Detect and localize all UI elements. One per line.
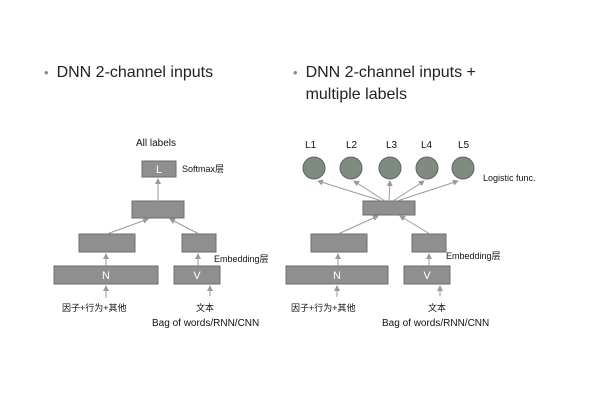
output-node-3 <box>378 156 402 180</box>
hidden-box <box>131 200 185 219</box>
right-title-line2: multiple labels <box>305 86 407 103</box>
input-v-label: V <box>423 270 431 282</box>
output-box-label: L <box>156 164 162 176</box>
output-label-2: L2 <box>346 140 358 151</box>
bullet-dot: • <box>293 65 298 80</box>
left-title: DNN 2-channel inputs <box>56 64 214 81</box>
left-bullet: • DNN 2-channel inputs <box>44 62 213 84</box>
all-labels-text: All labels <box>136 138 176 149</box>
input-v-box <box>173 265 221 285</box>
logistic-label: Logistic func. <box>483 173 536 183</box>
embedding-label: Embedding层 <box>446 251 501 261</box>
output-node-2 <box>339 156 363 180</box>
right-arrows <box>317 179 459 297</box>
left-caption-features: 因子+行为+其他 <box>62 302 127 313</box>
input-v-label: V <box>193 270 201 282</box>
softmax-label: Softmax层 <box>182 164 224 174</box>
embedding-label: Embedding层 <box>214 254 269 264</box>
input-n-label: N <box>102 270 110 282</box>
left-channel-box <box>310 233 368 253</box>
output-node-4 <box>415 156 439 180</box>
left-caption-models: Bag of words/RNN/CNN <box>152 318 259 329</box>
output-label-5: L5 <box>458 140 470 151</box>
output-box <box>141 160 177 178</box>
input-n-box <box>285 265 389 285</box>
left-diagram: All labels L Softmax层 Embedding层 N V 因子+… <box>53 138 269 329</box>
output-label-1: L1 <box>305 140 317 151</box>
right-bullet: • DNN 2-channel inputs + multiple labels <box>293 62 476 106</box>
right-channel-box <box>411 233 447 253</box>
bullet-dot: • <box>44 65 49 80</box>
input-n-label: N <box>333 270 341 282</box>
left-caption-text: 文本 <box>196 302 214 313</box>
output-label-4: L4 <box>421 140 433 151</box>
right-channel-box <box>181 233 217 253</box>
hidden-box <box>362 200 416 216</box>
right-title-line1: DNN 2-channel inputs + <box>305 64 476 81</box>
right-caption-text: 文本 <box>428 302 446 313</box>
left-channel-box <box>78 233 136 253</box>
right-caption-models: Bag of words/RNN/CNN <box>382 318 489 329</box>
output-node-1 <box>302 156 326 180</box>
right-diagram: L1 L2 L3 L4 L5 Logistic func. Embedding层… <box>285 140 536 329</box>
right-caption-features: 因子+行为+其他 <box>291 302 356 313</box>
input-v-box <box>403 265 451 285</box>
output-node-5 <box>451 156 475 180</box>
output-label-3: L3 <box>386 140 398 151</box>
left-arrows <box>103 178 213 298</box>
